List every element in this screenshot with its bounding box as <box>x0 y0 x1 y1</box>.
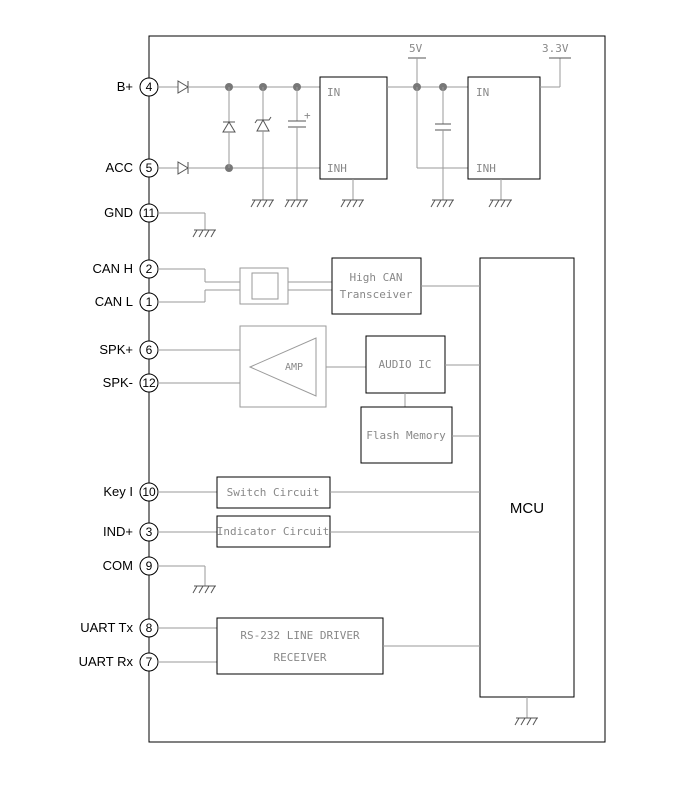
diode-icon <box>177 161 189 175</box>
voltage-regulator-2 <box>467 76 541 180</box>
rs232-label-line1: RS-232 LINE DRIVER <box>240 629 360 642</box>
pin-number: 11 <box>143 206 156 220</box>
rs232-driver-block <box>216 617 384 675</box>
pin-label: UART Tx <box>80 620 133 635</box>
mcu-block <box>479 257 575 698</box>
ground-icon <box>192 585 216 594</box>
pin-number: 3 <box>146 525 153 539</box>
pin-label: B+ <box>117 79 133 94</box>
pin-number: 7 <box>146 655 153 669</box>
ground-icon <box>340 199 364 208</box>
audio-section: AMP AUDIO IC Flash Memory <box>158 325 480 464</box>
uart-section: RS-232 LINE DRIVER RECEIVER <box>158 617 480 675</box>
pin-label: SPK- <box>103 375 133 390</box>
ground-icon <box>284 199 308 208</box>
rail-5v-label: 5V <box>409 42 423 55</box>
amp-label: AMP <box>285 362 303 373</box>
pin-number: 6 <box>146 343 153 357</box>
pin-key-i: Key I 10 <box>103 482 159 502</box>
pin-label: SPK+ <box>99 342 133 357</box>
switch-section: Switch Circuit <box>158 476 480 509</box>
can-transceiver-label-line1: High CAN <box>350 271 403 284</box>
ground-icon <box>514 717 538 726</box>
pin-acc: ACC 5 <box>106 158 159 178</box>
pin-b-plus: B+ 4 <box>117 77 159 97</box>
pin-number: 1 <box>146 295 153 309</box>
indicator-circuit-label: Indicator Circuit <box>217 525 330 538</box>
can-transceiver-block <box>331 257 422 315</box>
pin-label: CAN H <box>93 261 133 276</box>
pin-label: Key I <box>103 484 133 499</box>
pin-spk-minus: SPK- 12 <box>103 373 159 393</box>
ground-icon <box>430 199 454 208</box>
pin-number: 10 <box>142 485 156 499</box>
pin-gnd: GND 11 <box>104 203 159 223</box>
rs232-label-line2: RECEIVER <box>274 651 327 664</box>
flash-memory-label: Flash Memory <box>366 429 446 442</box>
pin-label: GND <box>104 205 133 220</box>
indicator-section: Indicator Circuit <box>158 515 480 548</box>
pin-number: 9 <box>146 559 153 573</box>
pin-number: 12 <box>142 376 156 390</box>
regulator-in-label: IN <box>327 86 340 99</box>
audio-ic-label: AUDIO IC <box>379 358 432 371</box>
pin-label: IND+ <box>103 524 133 539</box>
pin-label: CAN L <box>95 294 133 309</box>
pin-number: 5 <box>146 161 153 175</box>
ground-icon <box>250 199 274 208</box>
pin-uart-tx: UART Tx 8 <box>80 618 159 638</box>
switch-circuit-label: Switch Circuit <box>227 486 320 499</box>
ground-icon <box>192 229 216 238</box>
audio-ic-block <box>365 335 446 394</box>
rail-3v3-label: 3.3V <box>542 42 569 55</box>
pin-number: 2 <box>146 262 153 276</box>
power-supply-section: + IN INH 5V <box>158 42 571 208</box>
diode-icon <box>222 121 236 133</box>
zener-diode-icon <box>256 118 270 132</box>
pin-label: ACC <box>106 160 133 175</box>
pin-can-l: CAN L 1 <box>95 292 159 312</box>
com-pin-connection <box>158 565 216 594</box>
amplifier-icon <box>248 337 317 397</box>
pin-label: UART Rx <box>79 654 134 669</box>
mcu-label: MCU <box>510 500 544 517</box>
regulator-inh-label: INH <box>476 162 496 175</box>
pin-uart-rx: UART Rx 7 <box>79 652 159 672</box>
indicator-circuit-block <box>216 515 331 548</box>
pin-spk-plus: SPK+ 6 <box>99 340 159 360</box>
pin-label: COM <box>103 558 133 573</box>
pin-can-h: CAN H 2 <box>93 259 159 279</box>
pin-com: COM 9 <box>103 556 159 576</box>
diode-icon <box>177 80 189 94</box>
capacitor-polarity-label: + <box>304 109 311 122</box>
regulator-inh-label: INH <box>327 162 347 175</box>
voltage-regulator-1 <box>319 76 388 180</box>
flash-memory-block <box>360 406 453 464</box>
pin-number: 8 <box>146 621 153 635</box>
pin-ind-plus: IND+ 3 <box>103 522 159 542</box>
pin-number: 4 <box>146 80 153 94</box>
ground-icon <box>488 199 512 208</box>
can-section: High CAN Transceiver <box>158 257 480 315</box>
gnd-pin-connection <box>158 212 216 238</box>
can-transceiver-label-line2: Transceiver <box>340 288 413 301</box>
regulator-in-label: IN <box>476 86 489 99</box>
